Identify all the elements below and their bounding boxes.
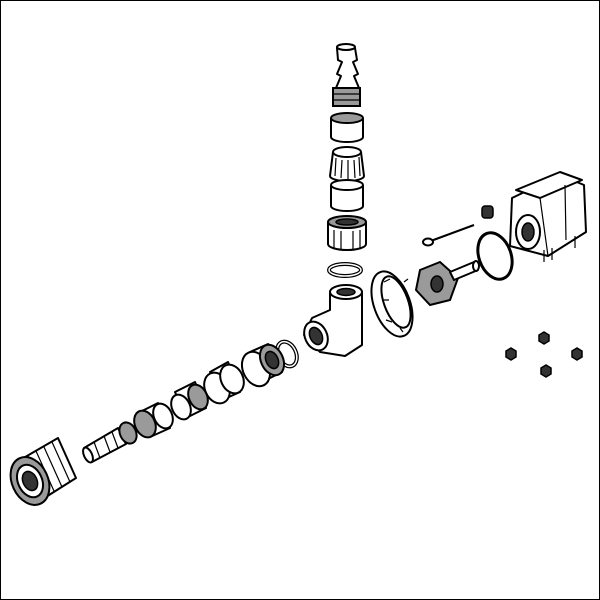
pump-elbow-housing [303, 284, 363, 357]
nut-2 [505, 347, 517, 361]
nut-3 [571, 347, 583, 361]
hose-barb-top [332, 43, 361, 107]
impeller [414, 260, 480, 307]
hose-barb-diagonal [82, 421, 138, 464]
threaded-adapter [170, 381, 209, 421]
bayonet-ring [370, 270, 414, 338]
ring-top [330, 112, 364, 143]
nut-1 [538, 331, 550, 345]
ring-small-diagonal [133, 402, 174, 439]
ribbed-nut [329, 146, 365, 182]
union-nut-diagonal [240, 343, 286, 388]
o-ring-motor [476, 231, 514, 281]
union-nut-vertical [327, 215, 367, 251]
motor-body [509, 171, 587, 262]
inlet-cap-knurled [9, 437, 77, 506]
nut-4 [540, 364, 552, 378]
ring-middle [330, 179, 364, 212]
o-ring-vertical [327, 262, 363, 278]
shaft-and-bearing [422, 205, 494, 247]
